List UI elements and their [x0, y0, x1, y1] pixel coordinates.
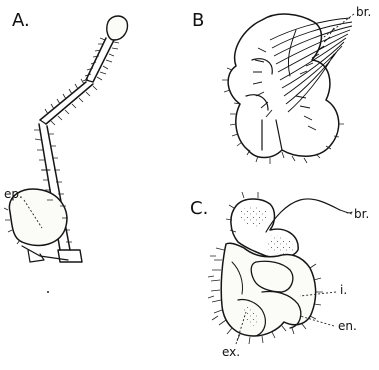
appendage-c	[208, 192, 352, 344]
br-label-b: br.	[356, 5, 371, 19]
appendage-b	[222, 14, 352, 164]
panel-a-label: A.	[12, 10, 30, 31]
panel-a: A.	[4, 10, 127, 293]
ep-label: ep.	[4, 187, 23, 201]
leg-appendage	[4, 16, 127, 262]
panel-c-label: C.	[190, 198, 208, 219]
ex-label: ex.	[222, 345, 240, 359]
panel-b: B br.	[192, 5, 371, 164]
i-label: i.	[340, 283, 347, 297]
panel-c: C. br. i.	[190, 192, 369, 359]
br-label-c: br.	[354, 207, 369, 221]
panel-b-label: B	[192, 10, 204, 31]
en-label: en.	[338, 319, 357, 333]
